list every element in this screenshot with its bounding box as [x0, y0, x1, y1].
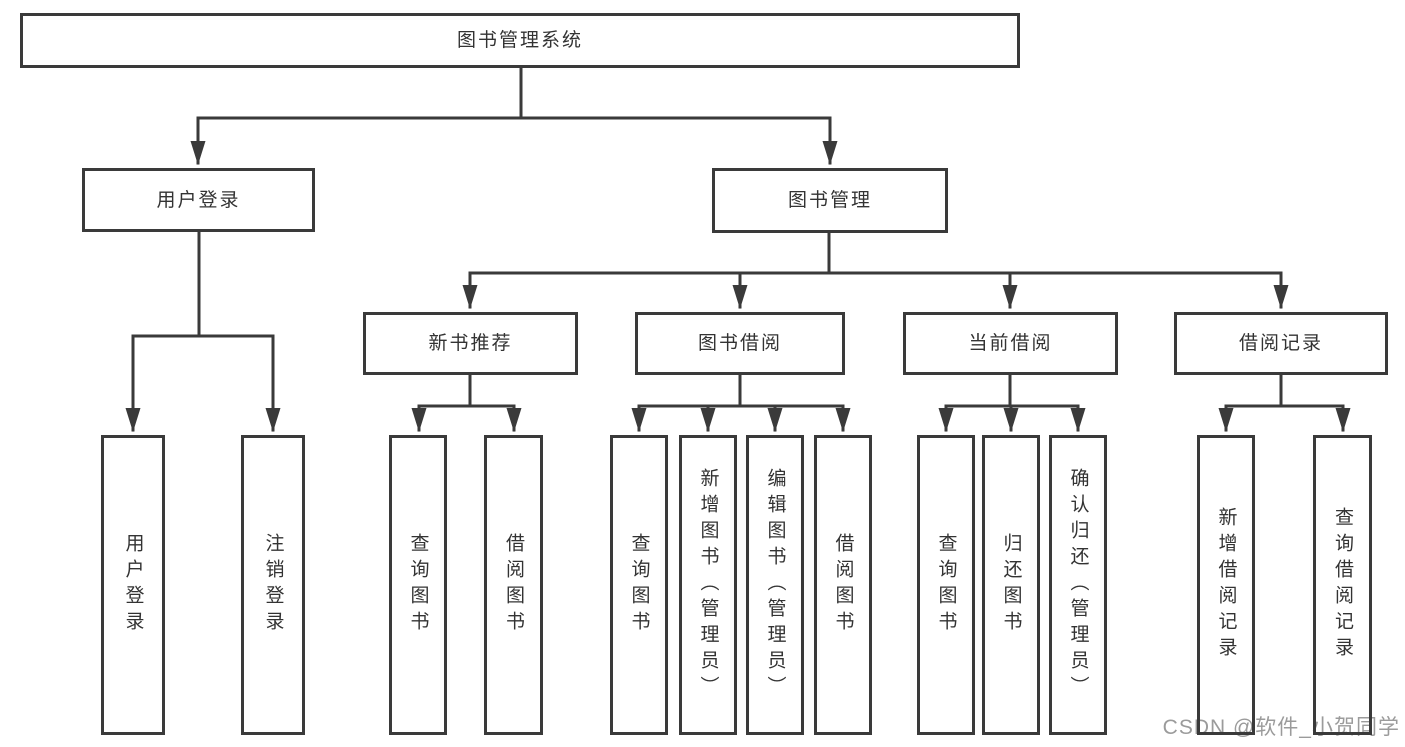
- leaf-br-query-record: 查询借阅记录: [1313, 435, 1372, 735]
- connector-book-management: [462, 231, 1289, 309]
- node-book-borrow: 图书借阅: [635, 312, 845, 375]
- connector-root: [190, 66, 838, 165]
- leaf-bb-add-books-admin: 新增图书（管理员）: [679, 435, 737, 735]
- connector-current-borrow: [938, 373, 1086, 432]
- leaf-bb-edit-books-admin: 编辑图书（管理员）: [746, 435, 804, 735]
- leaf-bb-borrow-books: 借阅图书: [814, 435, 872, 735]
- leaf-bb-query-books: 查询图书: [610, 435, 668, 735]
- node-borrow-records: 借阅记录: [1174, 312, 1388, 375]
- connector-borrow-records: [1218, 373, 1351, 432]
- leaf-cb-return-books: 归还图书: [982, 435, 1040, 735]
- connector-new-book-recommend: [411, 373, 522, 432]
- leaf-user-login: 用户登录: [101, 435, 165, 735]
- leaf-logout: 注销登录: [241, 435, 305, 735]
- node-new-book-recommend: 新书推荐: [363, 312, 578, 375]
- leaf-cb-query-books: 查询图书: [917, 435, 975, 735]
- node-user-login: 用户登录: [82, 168, 315, 232]
- connector-book-borrow: [631, 373, 851, 432]
- node-book-management: 图书管理: [712, 168, 948, 233]
- csdn-watermark: CSDN @软件_小贺同学: [1162, 716, 1400, 739]
- node-current-borrow: 当前借阅: [903, 312, 1118, 375]
- leaf-br-add-record: 新增借阅记录: [1197, 435, 1255, 735]
- leaf-cb-confirm-return-admin: 确认归还（管理员）: [1049, 435, 1107, 735]
- node-library-system: 图书管理系统: [20, 13, 1020, 68]
- connector-user-login: [125, 230, 281, 432]
- leaf-nbr-query-books: 查询图书: [389, 435, 447, 735]
- leaf-nbr-borrow-books: 借阅图书: [484, 435, 543, 735]
